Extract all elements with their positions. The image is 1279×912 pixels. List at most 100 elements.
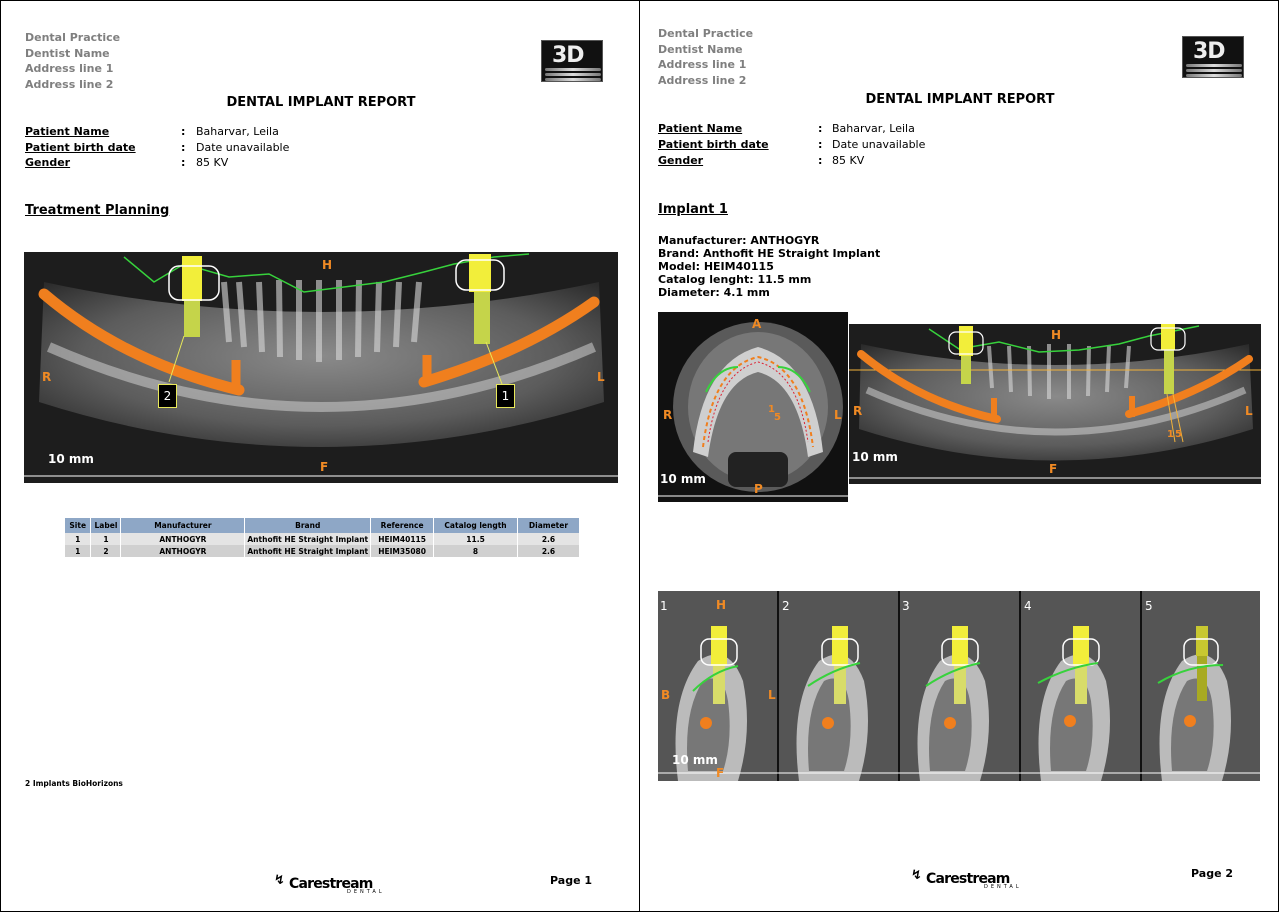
3d-logo: 3D xyxy=(541,40,603,82)
slice-number-1: 1 xyxy=(660,599,668,613)
cell-reference: HEIM35080 xyxy=(370,545,435,557)
slice-marker-1: 1 xyxy=(768,404,775,415)
carestream-logo: Carestream DENTAL xyxy=(289,876,385,895)
colon: : xyxy=(181,156,186,169)
cell-brand: Anthofit HE Straight Implant xyxy=(244,545,372,557)
dentist-name: Dentist Name xyxy=(658,42,743,56)
implant-catalog-length: Catalog lenght: 11.5 mm xyxy=(658,273,812,286)
implant-label-1: 1 xyxy=(496,384,515,408)
cell-brand: Anthofit HE Straight Implant xyxy=(244,533,372,545)
implant-brand: Brand: Anthofit HE Straight Implant xyxy=(658,247,881,260)
page-number: Page 1 xyxy=(550,874,593,887)
colon: : xyxy=(818,154,823,167)
implant-diameter: Diameter: 4.1 mm xyxy=(658,286,770,299)
slice-number-3: 3 xyxy=(902,599,910,613)
patient-birth-value: Date unavailable xyxy=(196,141,290,154)
patient-name-label: Patient Name xyxy=(25,125,110,138)
slice-marker-5: 5 xyxy=(1175,429,1182,440)
patient-name-value: Baharvar, Leila xyxy=(832,122,915,135)
patient-birth-value: Date unavailable xyxy=(832,138,926,151)
direction-p: P xyxy=(754,482,763,496)
practice-info: Dental Practice Dentist Name Address lin… xyxy=(25,30,120,92)
page-number: Page 2 xyxy=(1191,867,1234,880)
table-row: 1 2 ANTHOGYR Anthofit HE Straight Implan… xyxy=(65,545,581,557)
3d-logo-text: 3D xyxy=(1193,39,1226,64)
colon: : xyxy=(818,122,823,135)
carestream-brand: Carestream xyxy=(926,871,1010,887)
implants-table: Site Label Manufacturer Brand Reference … xyxy=(65,518,581,557)
dentist-name: Dentist Name xyxy=(25,46,110,60)
cell-catalog-length: 11.5 xyxy=(433,533,518,545)
panoramic-image xyxy=(849,324,1261,484)
cross-section-strip: 1 2 3 4 5 H F B L 10 mm xyxy=(658,591,1260,781)
colon: : xyxy=(181,141,186,154)
patient-name-label: Patient Name xyxy=(658,122,743,135)
cell-manufacturer: ANTHOGYR xyxy=(120,533,246,545)
slice-2 xyxy=(779,591,898,781)
direction-r: R xyxy=(42,370,52,384)
cell-manufacturer: ANTHOGYR xyxy=(120,545,246,557)
report-title: DENTAL IMPLANT REPORT xyxy=(865,92,1055,107)
implant-1-title: Implant 1 xyxy=(658,202,728,217)
address-line-2: Address line 2 xyxy=(25,77,114,91)
cell-diameter: 2.6 xyxy=(517,545,581,557)
slice-1 xyxy=(658,591,777,781)
slice-number-2: 2 xyxy=(782,599,790,613)
implants-note: 2 Implants BioHorizons xyxy=(25,779,123,788)
colon: : xyxy=(818,138,823,151)
report-title: DENTAL IMPLANT REPORT xyxy=(226,95,416,110)
cell-diameter: 2.6 xyxy=(517,533,581,545)
direction-h: H xyxy=(1051,328,1062,342)
direction-l: L xyxy=(597,370,605,384)
carestream-sub: DENTAL xyxy=(984,884,1022,890)
col-diameter: Diameter xyxy=(517,518,581,533)
col-site: Site xyxy=(65,518,92,533)
practice-info: Dental Practice Dentist Name Address lin… xyxy=(658,26,753,88)
report-page-1: Dental Practice Dentist Name Address lin… xyxy=(0,0,640,912)
practice-name: Dental Practice xyxy=(658,27,754,40)
patient-birth-label: Patient birth date xyxy=(25,141,136,154)
table-header-row: Site Label Manufacturer Brand Reference … xyxy=(65,518,581,533)
address-line-1: Address line 1 xyxy=(658,58,747,71)
slice-4 xyxy=(1021,591,1140,781)
table-row: 1 1 ANTHOGYR Anthofit HE Straight Implan… xyxy=(65,533,581,545)
direction-b: B xyxy=(661,688,671,702)
slice-3 xyxy=(900,591,1019,781)
direction-a: A xyxy=(752,317,762,331)
cross-section-image xyxy=(658,591,1260,781)
direction-h: H xyxy=(322,258,333,272)
col-manufacturer: Manufacturer xyxy=(120,518,246,533)
slice-number-4: 4 xyxy=(1024,599,1032,613)
scale-label: 10 mm xyxy=(672,753,718,767)
direction-f: F xyxy=(716,766,725,780)
cell-site: 1 xyxy=(65,545,92,557)
gender-value: 85 KV xyxy=(832,154,865,167)
col-catalog-length: Catalog length xyxy=(433,518,518,533)
carestream-logo: Carestream DENTAL xyxy=(926,871,1022,890)
gender-value: 85 KV xyxy=(196,156,229,169)
implant-model: Model: HEIM40115 xyxy=(658,260,774,273)
implant-manufacturer: Manufacturer: ANTHOGYR xyxy=(658,234,820,247)
direction-l: L xyxy=(768,688,776,702)
address-line-1: Address line 1 xyxy=(25,62,114,75)
implant-details: Manufacturer: ANTHOGYR Brand: Anthofit H… xyxy=(658,234,880,299)
colon: : xyxy=(181,125,186,138)
slice-marker-5: 5 xyxy=(774,412,781,423)
slice-number-5: 5 xyxy=(1145,599,1153,613)
col-brand: Brand xyxy=(244,518,372,533)
treatment-planning-title: Treatment Planning xyxy=(25,203,170,218)
direction-r: R xyxy=(853,404,863,418)
3d-logo-text: 3D xyxy=(552,43,585,68)
panoramic-image xyxy=(24,252,618,483)
slice-5 xyxy=(1142,591,1260,781)
panoramic-xray: H F R L 10 mm 1 5 xyxy=(849,324,1261,484)
panoramic-xray: H F R L 10 mm 2 1 xyxy=(24,252,618,483)
practice-name: Dental Practice xyxy=(25,31,121,44)
cell-site: 1 xyxy=(65,533,92,545)
scale-label: 10 mm xyxy=(852,450,898,464)
report-page-2: Dental Practice Dentist Name Address lin… xyxy=(639,0,1279,912)
axial-xray: A P R L 10 mm 1 5 xyxy=(658,312,848,502)
patient-name-value: Baharvar, Leila xyxy=(196,125,279,138)
patient-birth-label: Patient birth date xyxy=(658,138,769,151)
col-reference: Reference xyxy=(370,518,435,533)
